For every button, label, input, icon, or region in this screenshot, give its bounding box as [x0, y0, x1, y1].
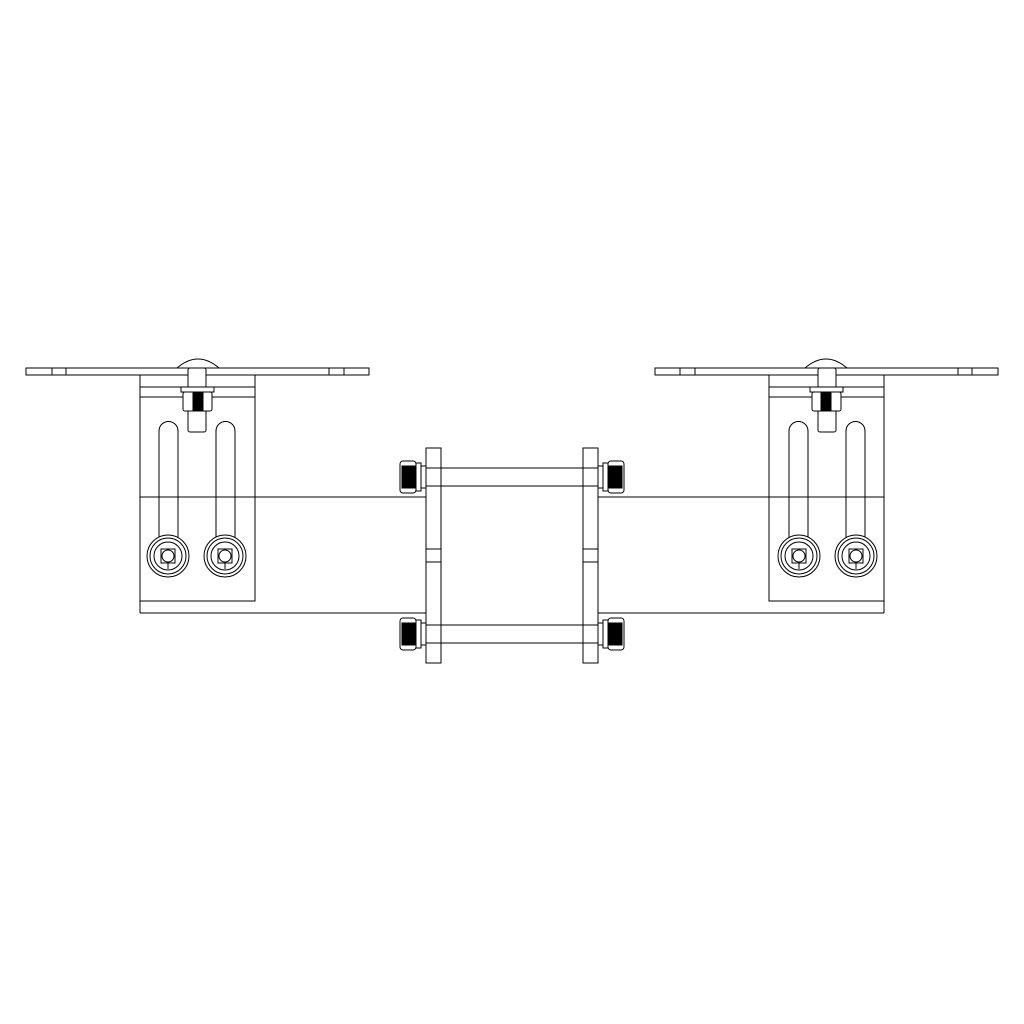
center-clamp-assembly: [399, 447, 625, 664]
nut-top-right: [597, 460, 625, 494]
left-bracket-assembly: [25, 358, 427, 614]
right-bracket-assembly: [597, 358, 999, 614]
nut-bottom-right: [597, 617, 625, 651]
nut-top-left: [399, 460, 427, 494]
nut-bottom-left: [399, 617, 427, 651]
